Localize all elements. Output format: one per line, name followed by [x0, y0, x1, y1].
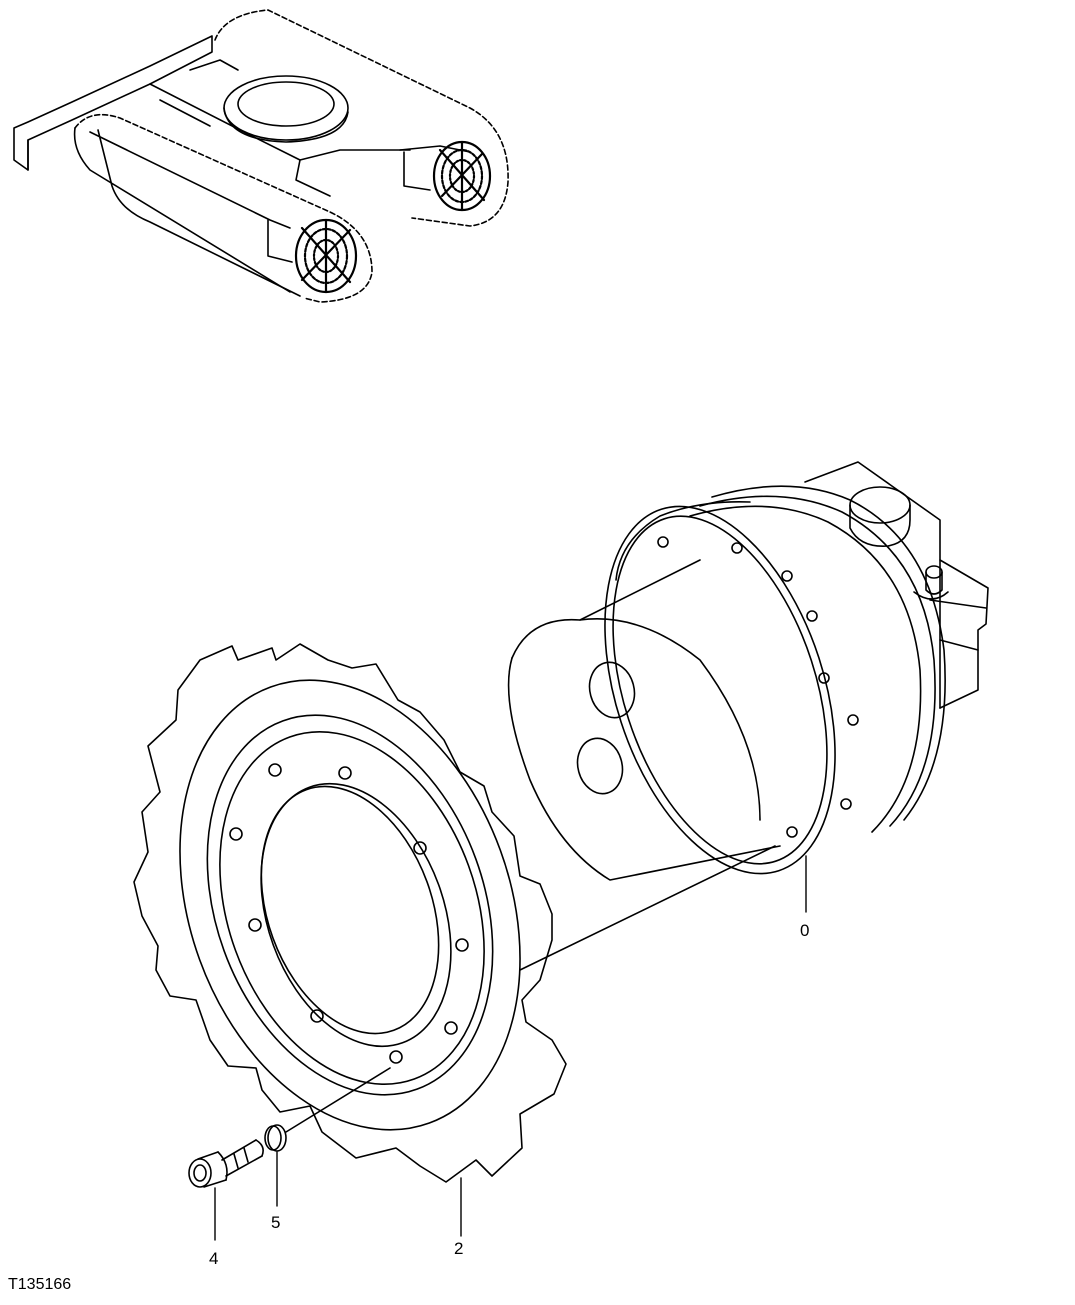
callout-5: 5: [271, 1213, 281, 1232]
final-drive-assembly: [507, 461, 989, 971]
cap-screw: [188, 1139, 264, 1241]
callout-0: 0: [800, 921, 810, 940]
sprocket-highlight-far: [432, 140, 492, 212]
washer: [264, 1124, 287, 1207]
sprocket: [133, 643, 567, 1237]
callout-2: 2: [454, 1239, 464, 1258]
callout-4: 4: [209, 1249, 219, 1268]
sprocket-highlight-near: [294, 218, 358, 294]
undercarriage-locator-view: [13, 9, 509, 303]
figure-id: T135166: [8, 1276, 72, 1293]
